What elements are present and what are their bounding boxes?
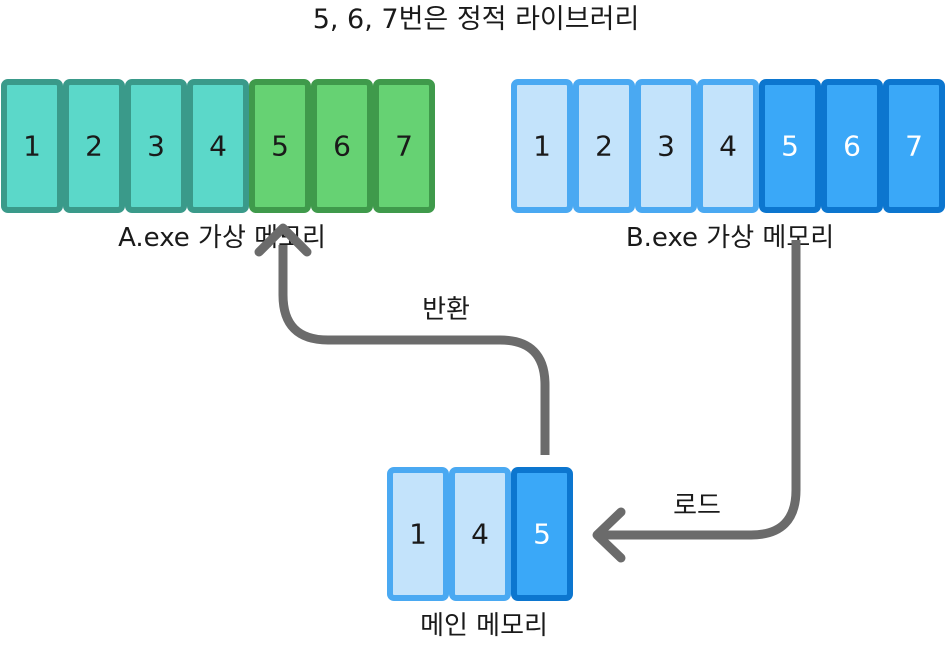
memory-caption: B.exe 가상 메모리 — [626, 223, 834, 253]
memory-cell-label: 5 — [533, 518, 551, 551]
memory-cell-label: 5 — [271, 130, 289, 163]
memory-cell-label: 6 — [843, 130, 861, 163]
memory-cell — [311, 79, 373, 213]
memory-cell-label: 3 — [147, 130, 165, 163]
memory-cell-label: 5 — [781, 130, 799, 163]
load-arrow: 로드 — [592, 240, 801, 563]
load-arrow-head — [592, 507, 626, 563]
memory-cell — [883, 79, 945, 213]
memory-cell — [249, 79, 311, 213]
memory-cell — [573, 79, 635, 213]
diagram-title: 5, 6, 7번은 정적 라이브러리 — [313, 4, 640, 35]
memory-caption: 메인 메모리 — [420, 611, 548, 641]
load-arrow-line — [598, 240, 801, 540]
memory-cell-label: 4 — [471, 518, 489, 551]
memory-cell-label: 1 — [409, 518, 427, 551]
return-arrow-line — [278, 245, 550, 455]
memory-cell-label: 7 — [905, 130, 923, 163]
memory-cell-label: 3 — [657, 130, 675, 163]
return-arrow: 반환 — [254, 223, 550, 455]
memory-cell — [387, 467, 449, 601]
memory-cell — [63, 79, 125, 213]
memory-cell-label: 7 — [395, 130, 413, 163]
memory-cell — [759, 79, 821, 213]
memory-cell — [697, 79, 759, 213]
memory-cell — [635, 79, 697, 213]
b-exe-virtual-memory: 1 2 3 4 5 6 7B.exe 가상 메모리 — [511, 79, 945, 253]
memory-cell-label: 1 — [23, 130, 41, 163]
memory-cell — [821, 79, 883, 213]
return-arrow-head — [254, 223, 312, 257]
memory-cell-label: 2 — [85, 130, 103, 163]
memory-cell-label: 6 — [333, 130, 351, 163]
memory-cell — [373, 79, 435, 213]
return-label: 반환 — [422, 295, 470, 325]
memory-cell — [511, 467, 573, 601]
memory-cell — [187, 79, 249, 213]
main-memory: 1 4 5 메인 메모리 — [387, 467, 573, 641]
memory-cell — [1, 79, 63, 213]
memory-cell-label: 2 — [595, 130, 613, 163]
memory-cell-label: 1 — [533, 130, 551, 163]
memory-cell-label: 4 — [209, 130, 227, 163]
memory-cell — [125, 79, 187, 213]
load-label: 로드 — [673, 491, 721, 521]
memory-cell — [511, 79, 573, 213]
memory-cell — [449, 467, 511, 601]
memory-cell-label: 4 — [719, 130, 737, 163]
